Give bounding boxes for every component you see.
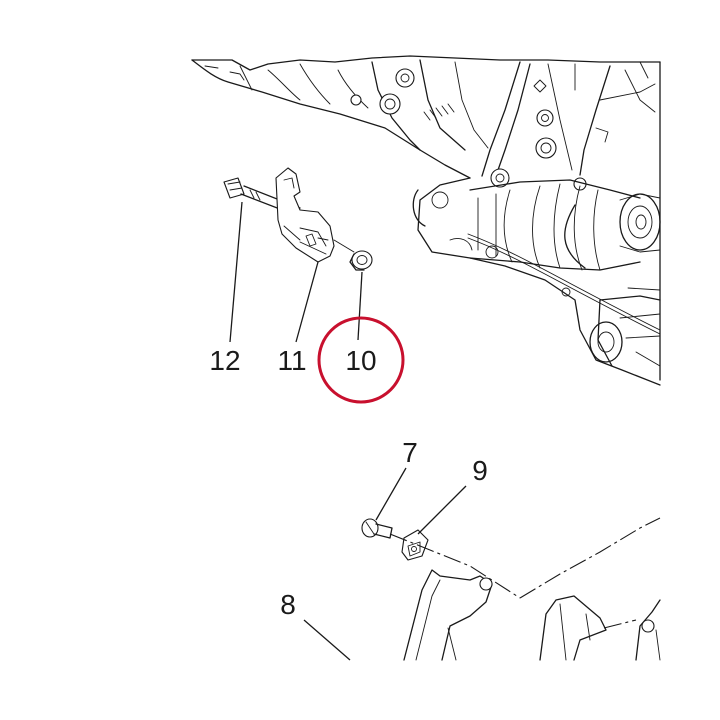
highlight-circle (317, 316, 405, 404)
assembly-axis-line (519, 517, 661, 599)
callout-8: 8 (280, 589, 296, 620)
part-10-spacer (349, 250, 373, 271)
part-9-clip-nut (401, 529, 429, 561)
leader-line-10 (357, 271, 363, 341)
assembly-axis-line (333, 239, 355, 253)
leader-line-7 (375, 467, 407, 521)
callout-12: 12 (209, 345, 240, 376)
casing-bolt-icon (535, 137, 557, 159)
casing-bolt-icon (350, 94, 362, 106)
callout-10: 10 (345, 345, 376, 376)
assembly-axis-line (389, 533, 521, 599)
casing-bolt-icon (395, 68, 415, 88)
engine-block-drawing (191, 55, 661, 386)
callout-7: 7 (402, 437, 418, 468)
part-7-small-bolt (361, 518, 393, 539)
casing-bolt-icon (536, 109, 554, 127)
part-8-cover-panel (403, 569, 661, 661)
casing-bolt-icon (490, 168, 510, 188)
callout-11: 11 (277, 345, 306, 376)
leader-line-11 (295, 261, 319, 343)
leader-line-12 (229, 201, 243, 343)
assembly-axis-line (603, 619, 637, 629)
casing-bolt-icon (379, 93, 401, 115)
part-11-bracket (275, 167, 335, 263)
leader-line-9 (417, 485, 467, 535)
leader-line-8 (303, 619, 351, 661)
callout-9: 9 (472, 455, 488, 486)
